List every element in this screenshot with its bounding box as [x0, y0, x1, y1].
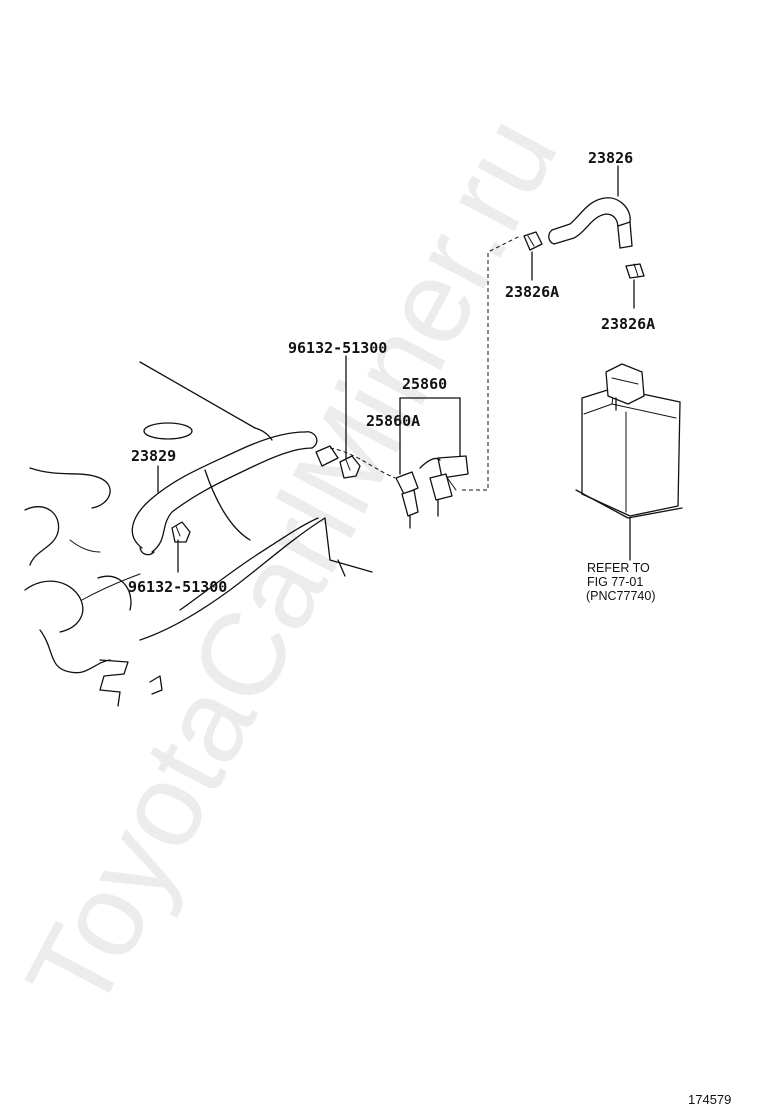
clamp-top: [339, 455, 361, 479]
watermark: ToyotaCarlMiner.ru: [1, 96, 582, 1032]
clip-23826a-left: [523, 231, 543, 251]
reference-line-3: (PNC77740): [586, 589, 655, 603]
label-hose-23829: 23829: [131, 447, 176, 465]
reference-line-2: FIG 77-01: [587, 575, 643, 589]
dashed-route-right: [462, 235, 521, 491]
charcoal-canister: [575, 363, 683, 519]
label-clip-23826a-left: 23826A: [505, 283, 559, 301]
label-clamp-bottom: 96132-51300: [128, 578, 227, 596]
leader-lines: [157, 165, 635, 573]
vsv-25860: [419, 455, 469, 517]
engine-block: [24, 361, 373, 707]
dashed-route-left: [329, 447, 396, 479]
label-vsv-25860: 25860: [402, 375, 447, 393]
figure-number: 174579: [688, 1092, 731, 1107]
label-clip-23826a-right: 23826A: [601, 315, 655, 333]
clip-23826a-right: [625, 263, 645, 279]
vsv-25860a: [395, 471, 419, 529]
hose-23829: [131, 431, 339, 556]
clamp-bottom: [171, 521, 191, 543]
label-hose-23826: 23826: [588, 149, 633, 167]
label-clamp-top: 96132-51300: [288, 339, 387, 357]
label-vsv-25860a: 25860A: [366, 412, 420, 430]
seal-ring: [143, 422, 193, 440]
reference-line-1: REFER TO: [587, 561, 650, 575]
hose-23826: [548, 197, 633, 249]
